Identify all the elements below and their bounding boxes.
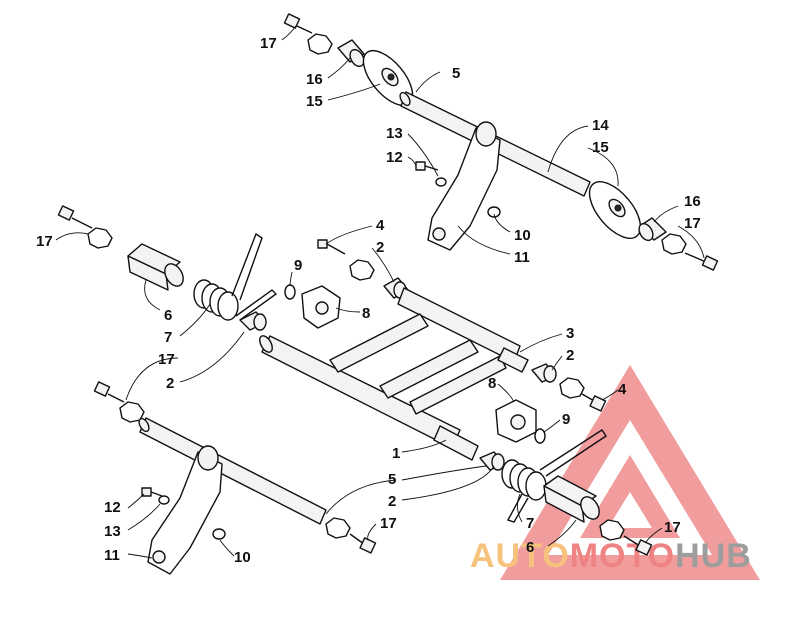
callout-9: 9 [294, 257, 302, 274]
callout-10: 10 [234, 549, 251, 566]
leader-lines [55, 25, 705, 559]
callout-3: 3 [566, 325, 574, 342]
pad-8-left [301, 285, 341, 329]
frame-crossbar-2 [379, 339, 479, 399]
bushing-6-right [543, 475, 600, 523]
callout-5: 5 [452, 65, 460, 82]
nut-4-right [581, 393, 607, 412]
callout-2: 2 [166, 375, 174, 392]
callout-13: 13 [104, 523, 121, 540]
watermark-word-hub: HUB [675, 537, 752, 575]
bushing-2-lower [479, 451, 505, 471]
callout-17: 17 [380, 515, 397, 532]
callout-8: 8 [488, 375, 496, 392]
callout-8: 8 [362, 305, 370, 322]
bolt-12-lower [141, 487, 163, 497]
callout-12: 12 [104, 499, 121, 516]
star-washer-lower-center [325, 517, 351, 539]
callout-9: 9 [562, 411, 570, 428]
bolt-4-top [317, 239, 346, 255]
bushing-6-left [127, 243, 184, 291]
callout-6: 6 [526, 539, 534, 556]
bushing-16-right [638, 217, 667, 242]
callout-6: 6 [164, 307, 172, 324]
callout-17: 17 [158, 351, 175, 368]
callout-2: 2 [376, 239, 384, 256]
callout-5: 5 [388, 471, 396, 488]
watermark-word-moto: MOTO [570, 537, 675, 575]
callout-7: 7 [164, 329, 172, 346]
callout-2: 2 [388, 493, 396, 510]
upper-arm-assembly [283, 13, 719, 271]
star-washer-left [87, 227, 113, 249]
spring-7-left [193, 232, 278, 321]
callout-4: 4 [376, 217, 385, 234]
bolt-17-lower-left [93, 381, 125, 403]
callout-15: 15 [592, 139, 609, 156]
callout-17: 17 [36, 233, 53, 250]
nut-10-top [487, 206, 501, 218]
callout-13: 13 [386, 125, 403, 142]
bolt-17-top [283, 13, 313, 34]
callout-14: 14 [592, 117, 609, 134]
pad-8-right [495, 399, 537, 443]
callout-11: 11 [104, 547, 120, 564]
shaft-3 [497, 347, 529, 373]
washer-13-top [435, 177, 447, 187]
shaft-1 [433, 425, 479, 461]
svg-text:AUTOMOTOHUB: AUTOMOTOHUB [470, 537, 752, 575]
bushing-2-left [239, 311, 267, 331]
lower-arm-assembly [93, 381, 377, 575]
star-washer-right [661, 233, 687, 255]
callout-15: 15 [306, 93, 323, 110]
nut-10-lower [212, 528, 226, 540]
callout-labels: 17 16 15 5 13 12 14 15 16 17 10 11 17 4 … [36, 35, 701, 566]
bolt-17-right [684, 252, 719, 271]
callout-11: 11 [514, 249, 530, 266]
callout-16: 16 [306, 71, 323, 88]
callout-10: 10 [514, 227, 531, 244]
star-washer-center-right [559, 377, 585, 399]
bolt-17-left [57, 205, 93, 229]
callout-17: 17 [260, 35, 277, 52]
callout-12: 12 [386, 149, 403, 166]
star-washer-top [307, 33, 333, 55]
watermark-triangle-center [608, 492, 652, 528]
automotohub-watermark: AUTOMOTOHUB [470, 365, 760, 580]
bolt-17-right-lower [623, 535, 653, 556]
wheel-15-right [588, 181, 642, 239]
bolt-12-top [415, 161, 439, 171]
axle-5-lower [139, 417, 327, 525]
clip-9-right [534, 428, 546, 444]
bushing-2-right [531, 363, 557, 383]
center-frame-assembly [57, 205, 653, 556]
frame-crossbar-3 [409, 355, 507, 415]
watermark-word-auto: AUTO [470, 537, 570, 575]
callout-4: 4 [618, 381, 627, 398]
callout-17: 17 [684, 215, 701, 232]
callout-7: 7 [526, 515, 534, 532]
arm-11-lower [147, 451, 223, 575]
star-washer-center [349, 259, 375, 281]
washer-13-lower [158, 495, 170, 505]
frame-crossbar-1 [329, 313, 429, 373]
callout-2: 2 [566, 347, 574, 364]
callout-16: 16 [684, 193, 701, 210]
callout-1: 1 [392, 445, 400, 462]
star-washer-lower-left [119, 401, 145, 423]
clip-9-left [284, 284, 296, 300]
arm-11-top [427, 127, 501, 251]
spring-7-right [501, 429, 607, 523]
bushing-16-top [337, 39, 365, 68]
callout-17: 17 [664, 519, 681, 536]
bolt-17-lower-center [349, 533, 377, 554]
star-washer-right-lower [599, 519, 625, 541]
